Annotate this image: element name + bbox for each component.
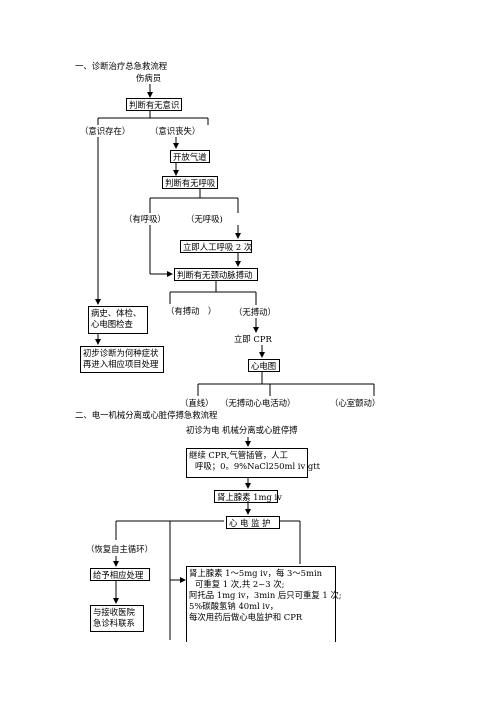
history-exam-line2: 心电图检查 (91, 319, 133, 329)
unconscious-label: （意识丧失） (150, 126, 201, 136)
no-breathing-label: （无呼吸) (186, 214, 223, 224)
initial-diagnosis-line1: 初步诊断为何种症状 (83, 348, 159, 358)
repeat-line3: 阿托品 1mg iv，3min 后只可重复 1 次; (189, 590, 342, 600)
initial-diagnosis-box: 初步诊断为何种症状 再进入相应项目处理 (80, 346, 164, 373)
repeat-line4: 5%碳酸氢钠 40ml iv， (189, 601, 279, 611)
judge-pulse-box: 判断有无颈动脉搏动 (174, 268, 258, 281)
continue-cpr-line2: 呼吸；0。9%NaCl250ml iv gtt (195, 461, 320, 471)
initial-diagnosis-2: 初诊为电 机械分离或心脏停搏 (186, 425, 298, 435)
repeat-line2: 可重复 1 次,共 2~3 次; (195, 579, 285, 589)
artificial-breath-box: 立即人工呼吸 2 次 (180, 240, 252, 253)
vfib-label: （心室颤动） (330, 398, 381, 408)
hospital-contact-line1: 与接收医院 (93, 607, 135, 617)
hospital-contact-line2: 急诊科联系 (93, 618, 135, 628)
epinephrine-box: 肾上腺素 1mg iv (214, 490, 282, 503)
has-breathing-label: （有呼吸） (124, 214, 166, 224)
ecg-monitor-box: 心 电 监 护 (226, 516, 280, 529)
cpr-label: 立即 CPR (234, 334, 272, 344)
recovery-label: （恢复自主循环） (86, 544, 153, 554)
repeat-drugs-box: 肾上腺素 1～5mg iv，每 3～5min 可重复 1 次,共 2~3 次; … (186, 566, 342, 642)
open-airway-box: 开放气道 (170, 150, 210, 163)
repeat-line5: 每次用药后做心电监护和 CPR (189, 612, 303, 622)
section2-heading: 二、电一机械分离或心脏停搏急救流程 (75, 410, 218, 420)
conscious-label: （意识存在） (80, 126, 131, 136)
history-exam-box: 病史、体检、 心电图检查 (88, 306, 148, 334)
ecg-box: 心电图 (248, 359, 280, 372)
initial-diagnosis-line2: 再进入相应项目处理 (83, 359, 159, 369)
history-exam-line1: 病史、体检、 (91, 308, 142, 318)
flatline-label: （直线） (180, 398, 214, 408)
continue-cpr-box: 继续 CPR,气管插管，人工 呼吸；0。9%NaCl250ml iv gtt (186, 448, 320, 478)
continue-cpr-line1: 继续 CPR,气管插管，人工 (189, 450, 289, 460)
appropriate-treatment-box: 给予相应处理 (90, 568, 150, 581)
repeat-line1: 肾上腺素 1～5mg iv，每 3～5min (189, 568, 323, 578)
section1-heading: 一、诊断治疗总急救流程 (75, 61, 168, 71)
start-patient: 伤病员 (136, 73, 162, 83)
no-pulse-electric-label: （无搏动心电活动） (220, 398, 296, 408)
hospital-contact-box: 与接收医院 急诊科联系 (90, 605, 144, 632)
judge-breathing-box: 判断有无呼吸 (162, 176, 218, 189)
judge-consciousness-box: 判断有无意识 (126, 98, 182, 111)
has-pulse-label: （有搏动 ） (166, 306, 217, 316)
no-pulse-label: （无搏动） (234, 307, 276, 317)
